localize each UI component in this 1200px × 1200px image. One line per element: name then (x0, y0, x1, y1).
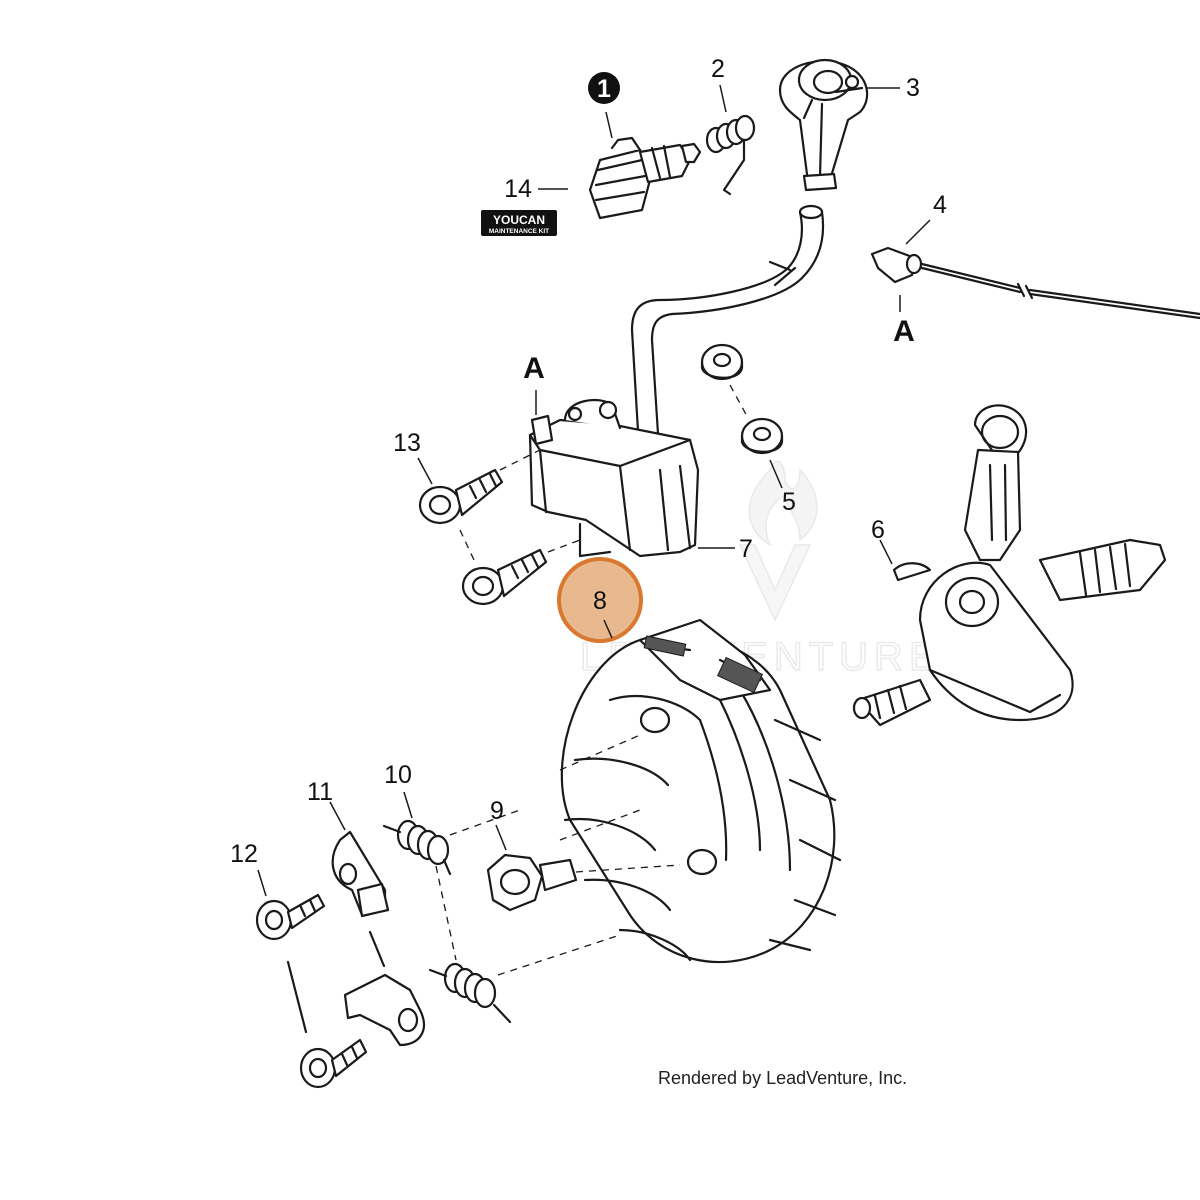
callout-5[interactable]: 5 (782, 488, 796, 516)
callout-3[interactable]: 3 (906, 74, 920, 102)
callout-4[interactable]: 4 (933, 191, 947, 219)
flywheel-nut[interactable] (486, 824, 681, 912)
connector-label-a-switch: A (893, 315, 915, 348)
crankshaft[interactable] (852, 404, 1167, 727)
callout-14[interactable]: 14 (504, 175, 532, 203)
maintenance-kit-badge: YOUCAN MAINTENANCE KIT (481, 210, 557, 236)
callout-9[interactable]: 9 (490, 797, 504, 825)
callout-7[interactable]: 7 (739, 535, 753, 563)
callout-1[interactable]: 1 (588, 72, 620, 104)
pawl-screws[interactable] (255, 869, 368, 1089)
spark-plug[interactable] (588, 111, 702, 220)
coil-screws[interactable] (417, 449, 581, 606)
callout-12[interactable]: 12 (230, 840, 258, 868)
woodruff-key[interactable] (879, 539, 932, 582)
callout-2[interactable]: 2 (711, 55, 725, 83)
terminal-spring[interactable] (705, 84, 756, 196)
spark-plug-boot[interactable] (778, 58, 900, 192)
ignition-coil[interactable] (528, 390, 735, 558)
callout-8: 8 (593, 587, 607, 615)
kit-badge-title: YOUCAN (493, 213, 545, 227)
pawl-springs[interactable] (382, 791, 621, 1024)
flywheel[interactable] (559, 618, 842, 964)
callout-8-highlight[interactable]: 8 (557, 557, 643, 643)
callout-11[interactable]: 11 (307, 778, 333, 806)
starter-pawls[interactable] (329, 801, 426, 1047)
callout-10[interactable]: 10 (384, 761, 412, 789)
callout-6[interactable]: 6 (871, 516, 885, 544)
render-credit: Rendered by LeadVenture, Inc. (658, 1068, 907, 1088)
kit-badge-subtitle: MAINTENANCE KIT (489, 228, 549, 235)
connector-label-a-coil: A (523, 352, 545, 385)
ignition-lead (630, 204, 825, 467)
stop-switch-connector[interactable] (870, 219, 1200, 320)
callout-13[interactable]: 13 (393, 429, 421, 457)
washers[interactable] (700, 343, 784, 489)
svg-text:1: 1 (597, 75, 611, 103)
